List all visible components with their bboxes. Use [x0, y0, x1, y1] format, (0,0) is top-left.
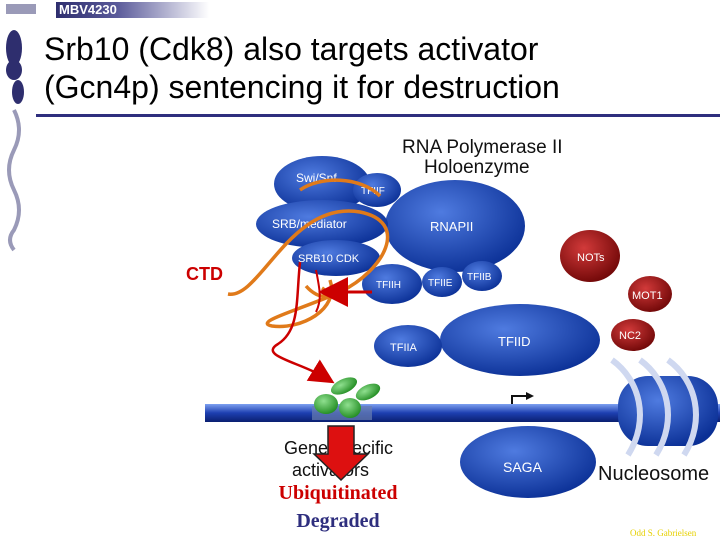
tfiid-label: TFIID: [498, 334, 531, 349]
rnapii-complex: [385, 180, 525, 272]
saga-label: SAGA: [503, 459, 543, 475]
tfiih-complex: [362, 264, 422, 304]
degraded-label: Degraded: [296, 510, 380, 532]
slide-title: Srb10 (Cdk8) also targets activator (Gcn…: [44, 30, 704, 106]
srb10-cdk-label: SRB10 CDK: [298, 253, 360, 265]
activator-blob-2: [339, 398, 361, 418]
holoenzyme-heading-line-1: RNA Polymerase II: [402, 137, 563, 158]
tfiia-complex: [374, 325, 442, 367]
nc2-factor: [611, 319, 655, 351]
mot1-label: MOT1: [632, 290, 663, 302]
slide-title-line-2: (Gcn4p) sentencing it for destruction: [44, 69, 560, 105]
tfiih-label: TFIIH: [376, 280, 401, 291]
nc2-label: NC2: [619, 330, 641, 342]
nucleosome-label: Nucleosome: [598, 463, 709, 485]
nucleosome: [610, 357, 718, 457]
title-rule: [36, 114, 720, 117]
srb10-to-activator-arrow: [271, 261, 335, 384]
tfiif-complex: [353, 173, 401, 207]
tfiie-complex: [422, 267, 462, 297]
degradation-arrow: [312, 425, 370, 482]
tfiid-complex: [440, 304, 600, 376]
tfiia-label: TFIIA: [390, 342, 418, 354]
ctd-tail: [227, 209, 390, 329]
activator-blob-3: [330, 377, 358, 395]
nots-label: NOTs: [577, 252, 605, 264]
tfiib-label: TFIIB: [467, 272, 492, 283]
srb10-cdk-complex: [292, 240, 380, 276]
ubiquitinated-label: Ubiquitinated: [278, 482, 398, 504]
tfiib-complex: [462, 261, 502, 291]
mot1-factor: [628, 276, 672, 312]
author-credit: Odd S. Gabrielsen: [630, 528, 697, 538]
holoenzyme-heading-line-2: Holoenzyme: [424, 157, 530, 178]
course-code-banner: MBV4230: [56, 2, 209, 18]
ctd-label: CTD: [186, 264, 223, 284]
rnapii-label: RNAPII: [430, 219, 473, 234]
slide-title-line-1: Srb10 (Cdk8) also targets activator: [44, 31, 539, 67]
nots-factor: [560, 230, 620, 282]
swi-snf-complex: [274, 156, 370, 212]
tfiie-label: TFIIE: [428, 278, 453, 289]
activator-blob-1: [314, 394, 338, 414]
transcription-start-arrow: [511, 395, 530, 404]
activator-blob-4: [355, 383, 381, 401]
decorative-spine: [6, 4, 36, 252]
saga-complex: [460, 426, 596, 498]
